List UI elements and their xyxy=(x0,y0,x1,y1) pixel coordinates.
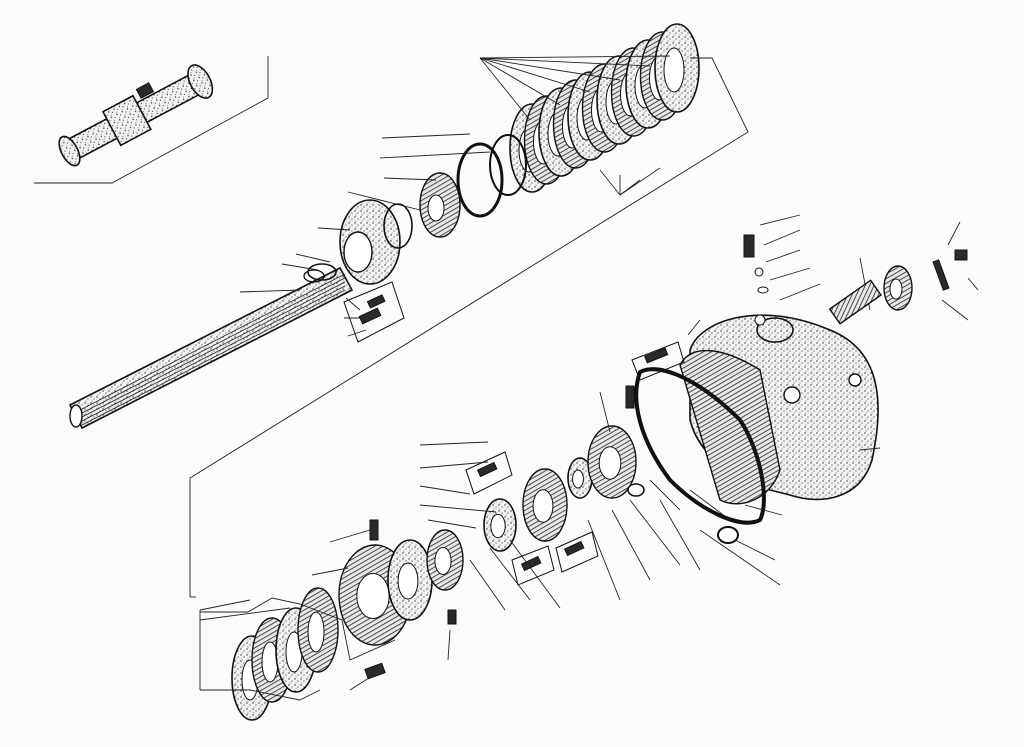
clutch-disc-bore xyxy=(307,611,325,653)
shaft-spline-lines xyxy=(79,273,346,427)
leader-line xyxy=(779,283,821,301)
upper-leader-lines xyxy=(239,55,979,337)
lower-gear-train xyxy=(338,425,739,646)
leader-line xyxy=(744,504,783,516)
leader-line xyxy=(759,214,801,226)
leader-line xyxy=(967,277,979,291)
upper-clutch-hub xyxy=(303,134,527,285)
leader-line xyxy=(469,559,506,611)
leader-line xyxy=(419,485,471,495)
housing-top-bolts xyxy=(743,234,769,294)
leader-line xyxy=(629,499,681,566)
shaft-spline-line xyxy=(79,281,346,419)
leader-line xyxy=(249,689,301,701)
leader-line xyxy=(479,57,561,106)
leader-line xyxy=(419,461,489,469)
leader-line xyxy=(947,221,961,246)
leader-line xyxy=(859,447,881,451)
leader-line xyxy=(379,151,491,159)
upper-pack-bracket xyxy=(189,57,749,597)
washer xyxy=(627,483,645,497)
leader-line xyxy=(311,567,349,576)
leader-line xyxy=(479,55,671,59)
clutch-disc-bore xyxy=(663,47,685,93)
upper-clutch-disc-pack xyxy=(509,23,700,193)
gear-bore xyxy=(434,547,452,575)
gear-bore xyxy=(532,489,554,523)
gear-bore xyxy=(397,562,419,600)
leader-line xyxy=(699,529,781,586)
leader-line xyxy=(347,329,367,337)
leader-line xyxy=(734,539,776,561)
leader-line xyxy=(329,529,371,543)
leader-line xyxy=(941,299,969,321)
lower-leader-lines xyxy=(199,319,881,701)
leader-line xyxy=(317,227,351,231)
lower-bolt-groups xyxy=(364,341,685,680)
seal-ring xyxy=(717,526,739,544)
leader-line xyxy=(769,267,811,281)
leader-line xyxy=(659,499,701,571)
assembled-unit-thumbnail xyxy=(34,56,269,184)
leader-line xyxy=(619,167,661,196)
lower-clutch-disc-pack xyxy=(231,587,339,721)
leader-line xyxy=(299,689,321,701)
transfer-case-housing xyxy=(679,314,879,505)
shaft-spline-line xyxy=(79,289,346,427)
gear-bore xyxy=(490,513,506,539)
upper-bolt-group xyxy=(343,281,405,343)
leader-line xyxy=(689,489,731,521)
gear-bore xyxy=(356,573,390,619)
shaft-spline-line xyxy=(79,277,346,415)
leader-line xyxy=(199,599,251,611)
leader-line xyxy=(479,57,621,81)
leader-line xyxy=(479,57,531,121)
leader-line xyxy=(419,504,497,513)
leader-line xyxy=(381,133,471,139)
leader-line xyxy=(587,519,621,601)
output-pinion-group xyxy=(828,249,968,325)
leader-line xyxy=(239,289,301,293)
shaft-spline-line xyxy=(79,285,346,423)
leader-line xyxy=(427,519,477,529)
gear-bore xyxy=(598,446,622,480)
leader-line xyxy=(447,629,451,661)
leader-line xyxy=(347,191,421,211)
leader-line xyxy=(199,607,291,621)
leader-line xyxy=(295,253,331,263)
leader-line xyxy=(687,319,701,336)
lower-bracket xyxy=(200,597,396,661)
leader-line xyxy=(763,229,801,246)
gear-bore xyxy=(572,469,584,489)
leader-line xyxy=(383,177,437,181)
leader-line xyxy=(649,479,681,511)
leader-line xyxy=(599,391,611,433)
leader-line xyxy=(489,547,531,601)
housing-gasket xyxy=(634,367,766,525)
leader-line xyxy=(509,539,561,609)
leader-line xyxy=(765,249,801,263)
leader-line xyxy=(479,57,591,93)
leader-line xyxy=(419,441,489,446)
shaft-spline-line xyxy=(79,273,346,411)
thumbnail-bracket xyxy=(34,56,269,184)
leader-line xyxy=(479,57,651,67)
splined-main-shaft xyxy=(68,266,354,430)
leader-line xyxy=(281,263,319,271)
leader-line xyxy=(611,509,651,581)
leader-line xyxy=(599,169,621,196)
